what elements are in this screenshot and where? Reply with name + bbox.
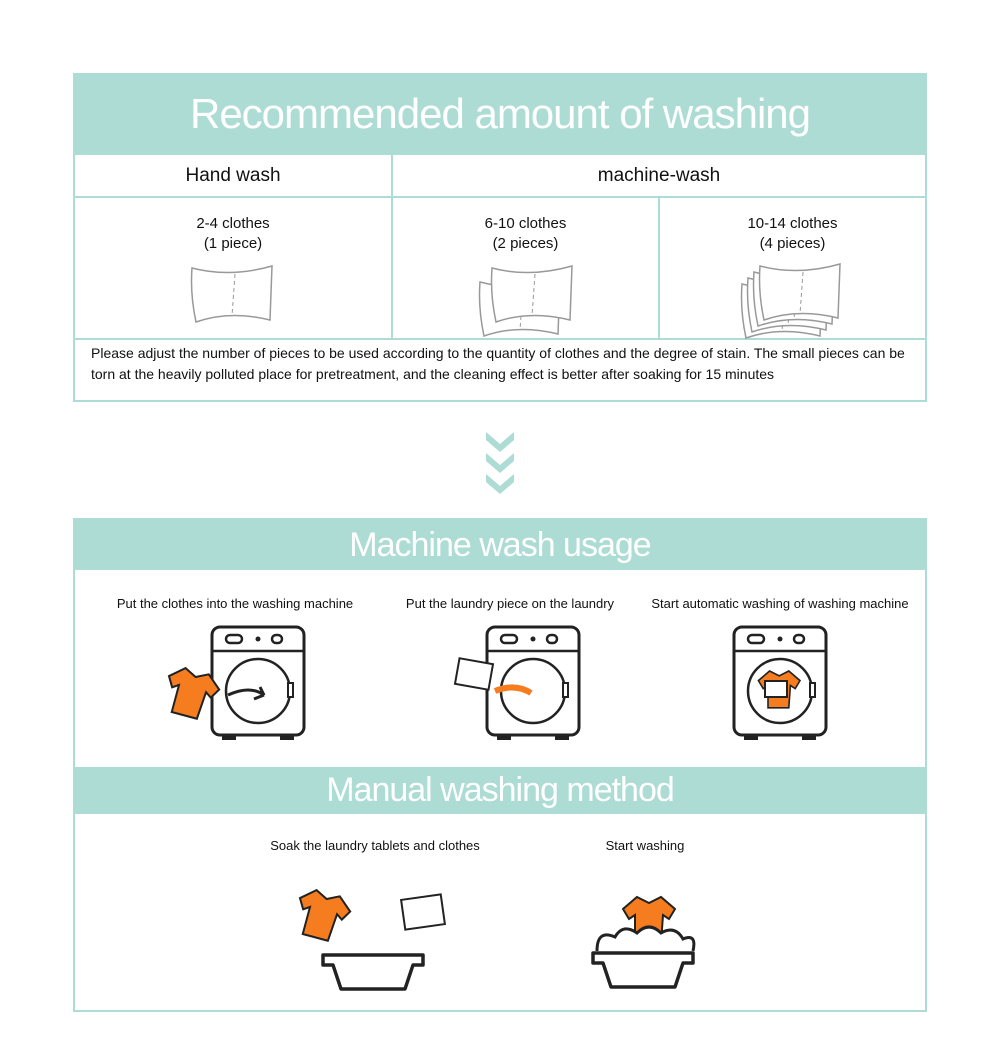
chevron-down-icon	[486, 432, 514, 494]
step-label: Start washing	[605, 838, 685, 853]
basin-soak-icon	[290, 885, 447, 991]
recommended-amount-panel: Recommended amount of washing Hand wash …	[73, 73, 927, 402]
piece-count: (4 pieces)	[759, 235, 826, 252]
amount-machine-large: 10-14 clothes (4 pieces)	[660, 198, 925, 340]
clothes-count: 10-14 clothes	[747, 215, 838, 232]
machine-wash-title: Machine wash usage	[75, 520, 925, 570]
clothes-count: 6-10 clothes	[484, 215, 567, 232]
clothes-count: 2-4 clothes	[196, 215, 270, 232]
basin-washing-icon	[591, 896, 696, 989]
amount-machine-small: 6-10 clothes (2 pieces)	[393, 198, 660, 340]
manual-wash-title: Manual washing method	[75, 767, 925, 814]
manual-step-1: Soak the laundry tablets and clothes	[235, 838, 515, 997]
hand-wash-header: Hand wash	[75, 155, 393, 198]
machine-wash-header: machine-wash	[393, 155, 925, 198]
step-label: Put the clothes into the washing machine	[116, 596, 354, 611]
amount-hand-wash: 2-4 clothes (1 piece)	[75, 198, 393, 340]
manual-step-2: Start washing	[505, 838, 785, 997]
machine-step-3: Start automatic washing of washing machi…	[640, 596, 920, 745]
step-label: Soak the laundry tablets and clothes	[270, 838, 480, 853]
washing-machine-running-icon	[732, 625, 828, 742]
washing-methods-panel: Machine wash usage Put the clothes into …	[73, 518, 927, 1012]
step-label: Put the laundry piece on the laundry	[405, 596, 615, 611]
machine-step-2: Put the laundry piece on the laundry	[370, 596, 650, 745]
step-label: Start automatic washing of washing machi…	[651, 596, 909, 611]
piece-count: (2 pieces)	[492, 235, 559, 252]
usage-note: Please adjust the number of pieces to be…	[91, 345, 905, 382]
laundry-sheet-icon	[190, 265, 273, 323]
piece-count: (1 piece)	[203, 235, 263, 252]
washing-machine-sheet-icon	[453, 625, 581, 742]
recommended-title: Recommended amount of washing	[75, 75, 925, 155]
machine-step-1: Put the clothes into the washing machine	[95, 596, 375, 745]
laundry-sheets-icon	[478, 265, 573, 337]
washing-machine-shirt-icon	[160, 625, 306, 742]
laundry-sheets-icon	[740, 263, 841, 339]
